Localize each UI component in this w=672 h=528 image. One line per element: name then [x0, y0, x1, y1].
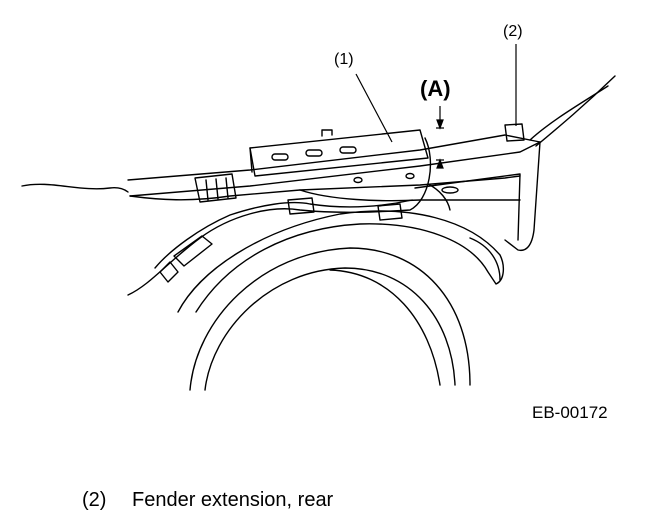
- leader-part-1: [355, 73, 393, 143]
- harness-cable: [127, 137, 432, 296]
- figure-code: EB-00172: [532, 403, 608, 422]
- callout-part-2: (2): [503, 23, 523, 40]
- tire-inner: [204, 267, 456, 391]
- callout-clearance-a: (A): [420, 76, 451, 101]
- body-panel-edge: [21, 183, 129, 193]
- fender-lower-face: [129, 175, 521, 201]
- legend-number: (2): [82, 489, 107, 511]
- legend-item: (2) Fender extension, rear: [82, 490, 333, 510]
- fender-right-end: [504, 141, 541, 252]
- retainer-clip: [194, 173, 237, 203]
- body-upper-line-2: [529, 85, 609, 141]
- bracket-part-1: [249, 129, 429, 177]
- callout-part-1: (1): [334, 51, 354, 68]
- tire-outer: [189, 247, 471, 391]
- wheel-arch-liner: [177, 210, 505, 313]
- legend-text: Fender extension, rear: [132, 489, 334, 511]
- fender-top-edge: [127, 134, 541, 181]
- fender-top-edge-2: [129, 141, 541, 197]
- body-upper-line: [535, 75, 616, 147]
